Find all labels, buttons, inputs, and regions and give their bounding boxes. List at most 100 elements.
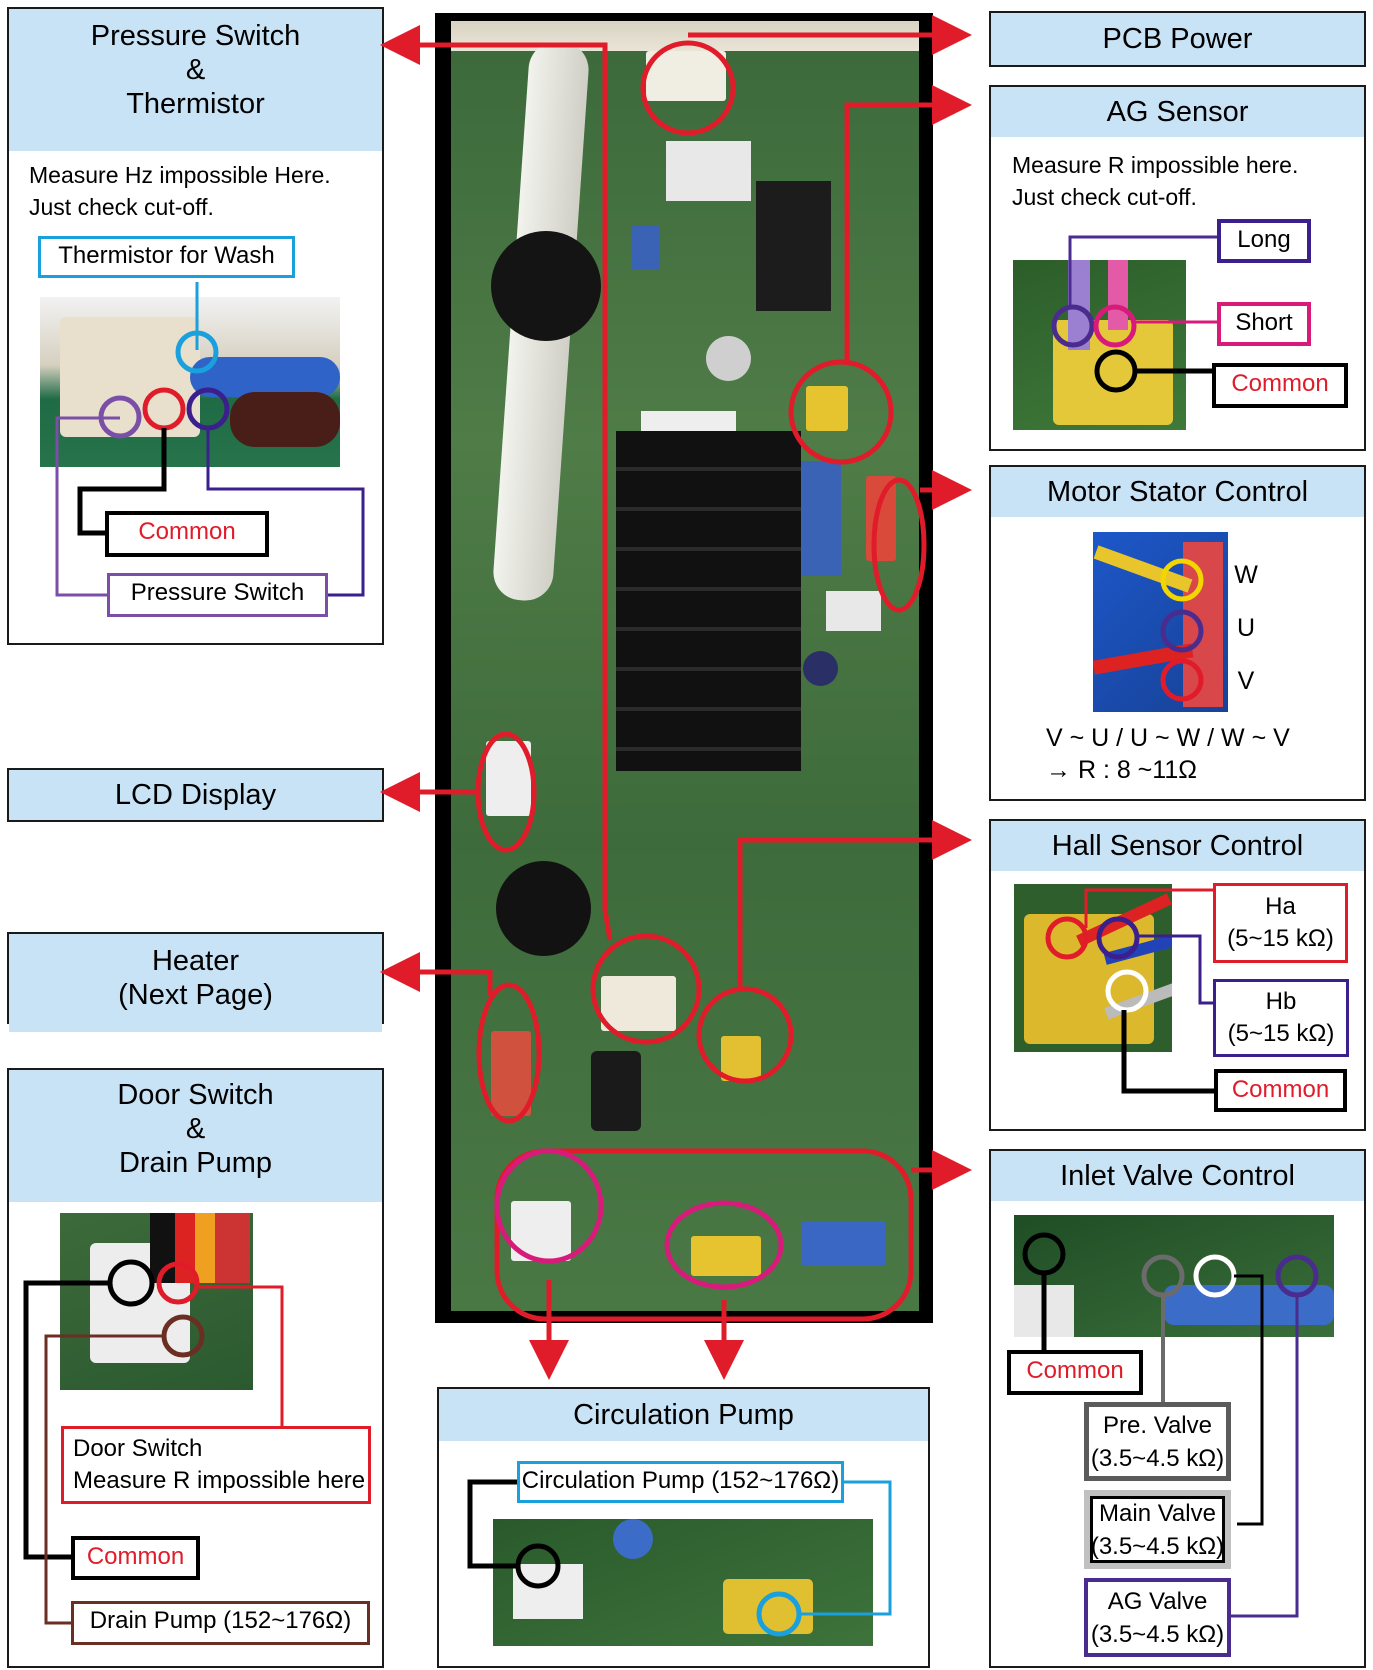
panel-title: Pressure Switch — [90, 20, 301, 52]
connector-circle-icon — [1093, 304, 1137, 348]
hb-label: Hb (5~15 kΩ) — [1213, 979, 1349, 1057]
panel-title: Motor Stator Control — [991, 467, 1364, 517]
leader-line — [206, 428, 365, 597]
panel-title: Door Switch — [117, 1079, 274, 1111]
panel-header: Heater (Next Page) — [9, 934, 382, 1032]
note-line: Just check cut-off. — [29, 194, 214, 220]
connector-circle-icon — [1105, 969, 1149, 1013]
pcb-photo — [435, 13, 933, 1323]
blue-capacitor — [801, 461, 841, 576]
small-heatsink — [666, 141, 751, 201]
note-line: Measure R impossible here. — [1012, 152, 1299, 178]
connector-body — [513, 1564, 583, 1619]
label-line: Pre. Valve — [1103, 1412, 1212, 1439]
arrow-left-icon — [380, 952, 493, 995]
connector-circle-icon — [664, 1200, 784, 1290]
motor-circle — [871, 477, 927, 613]
motor-connector-photo — [1093, 532, 1273, 712]
label-line: Door Switch — [73, 1435, 203, 1462]
panel-title: Drain Pump — [118, 1147, 273, 1179]
capacitor — [803, 651, 838, 686]
arrow-right-icon — [844, 85, 972, 365]
panel-title: & — [185, 1113, 206, 1145]
leader-line — [23, 1280, 110, 1560]
lcd-circle — [475, 731, 537, 853]
connector-circle-icon — [1094, 349, 1138, 393]
label-line: (3.5~4.5 kΩ) — [1090, 1445, 1225, 1472]
connector-circle-icon — [1051, 304, 1095, 348]
heater-circle — [476, 982, 542, 1124]
connector-circle-icon — [756, 1591, 802, 1637]
white-component — [641, 411, 736, 433]
motor-connector — [866, 476, 896, 561]
pre-valve-label: Pre. Valve (3.5~4.5 kΩ) — [1084, 1402, 1231, 1481]
connector-circle-icon — [494, 1148, 604, 1264]
leader-line — [55, 416, 120, 597]
arrow-left-icon — [380, 25, 613, 941]
note-line: Measure Hz impossible Here. — [29, 162, 331, 188]
bottom-group-outline — [494, 1148, 914, 1322]
lcd-panel: LCD Display — [7, 768, 384, 822]
drain-pump-label: Drain Pump (152~176Ω) — [71, 1601, 370, 1645]
panel-title: (Next Page) — [118, 979, 273, 1011]
panel-title: & — [185, 54, 206, 86]
circulation-pump-label: Circulation Pump (152~176Ω) — [517, 1461, 844, 1503]
heater-connector — [491, 1031, 531, 1116]
connector-circle-icon — [175, 330, 219, 374]
inlet-connector — [801, 1221, 886, 1266]
leader-line — [44, 1334, 164, 1625]
connector-circle-icon — [1160, 609, 1204, 653]
heater-panel: Heater (Next Page) — [7, 932, 384, 1032]
leader-line — [1068, 235, 1217, 306]
small-heatsink — [826, 591, 881, 631]
connector-circle-icon — [156, 1261, 200, 1305]
door-switch-label: Door Switch Measure R impossible here — [61, 1426, 371, 1504]
pressure-connector — [601, 976, 676, 1031]
label-line: Measure R impossible here — [73, 1467, 366, 1494]
transformer — [756, 181, 831, 311]
long-label: Long — [1217, 219, 1311, 263]
leader-line — [1137, 934, 1213, 1005]
panel-title: Thermistor — [126, 88, 265, 120]
common-label: Common — [1212, 363, 1348, 408]
circulation-connector-photo — [493, 1519, 873, 1646]
blue-capacitor — [631, 226, 659, 270]
connector-circle-icon — [1160, 558, 1204, 602]
pressure-circle — [590, 933, 702, 1045]
connector-circle-icon — [1096, 916, 1140, 960]
panel-note: Measure Hz impossible Here. Just check c… — [29, 159, 331, 223]
wire — [1068, 260, 1090, 350]
label-strip — [1228, 532, 1273, 712]
connector-circle-icon — [1193, 1254, 1237, 1298]
panel-title: Hall Sensor Control — [991, 821, 1364, 871]
connector-circle-icon — [107, 1259, 155, 1307]
label-line: Hb — [1265, 988, 1297, 1015]
connector-circle-icon — [161, 1314, 205, 1358]
leader-line — [1231, 1295, 1299, 1618]
connector-circle-icon — [515, 1543, 561, 1589]
connector-circle-icon — [1022, 1232, 1066, 1276]
panel-title: AG Sensor — [991, 87, 1364, 137]
connector-circle-icon — [1141, 1254, 1185, 1298]
panel-title: PCB Power — [991, 13, 1364, 65]
capacitor — [613, 1519, 653, 1559]
lcd-connector — [486, 741, 531, 816]
main-valve-label: Main Valve (3.5~4.5 kΩ) — [1084, 1490, 1231, 1569]
leader-line — [1121, 1010, 1214, 1094]
formula-line: → R : 8 ~11Ω — [1046, 756, 1197, 784]
common-label: Common — [71, 1536, 200, 1580]
ag-connector-photo — [1013, 260, 1186, 430]
relay — [591, 1051, 641, 1131]
formula-line: V ~ U / U ~ W / W ~ V — [1046, 724, 1290, 752]
common-label: Common — [1007, 1350, 1143, 1395]
label-line: (3.5~4.5 kΩ) — [1090, 1621, 1225, 1648]
common-label: Common — [105, 511, 269, 557]
capacitor — [491, 231, 601, 341]
label-line: (3.5~4.5 kΩ) — [1090, 1533, 1225, 1560]
main-heatsink — [616, 431, 801, 771]
label-line: (5~15 kΩ) — [1227, 1020, 1335, 1047]
panel-header: Door Switch & Drain Pump — [9, 1070, 382, 1202]
capacitor — [706, 336, 751, 381]
arrow-right-icon — [737, 820, 972, 990]
